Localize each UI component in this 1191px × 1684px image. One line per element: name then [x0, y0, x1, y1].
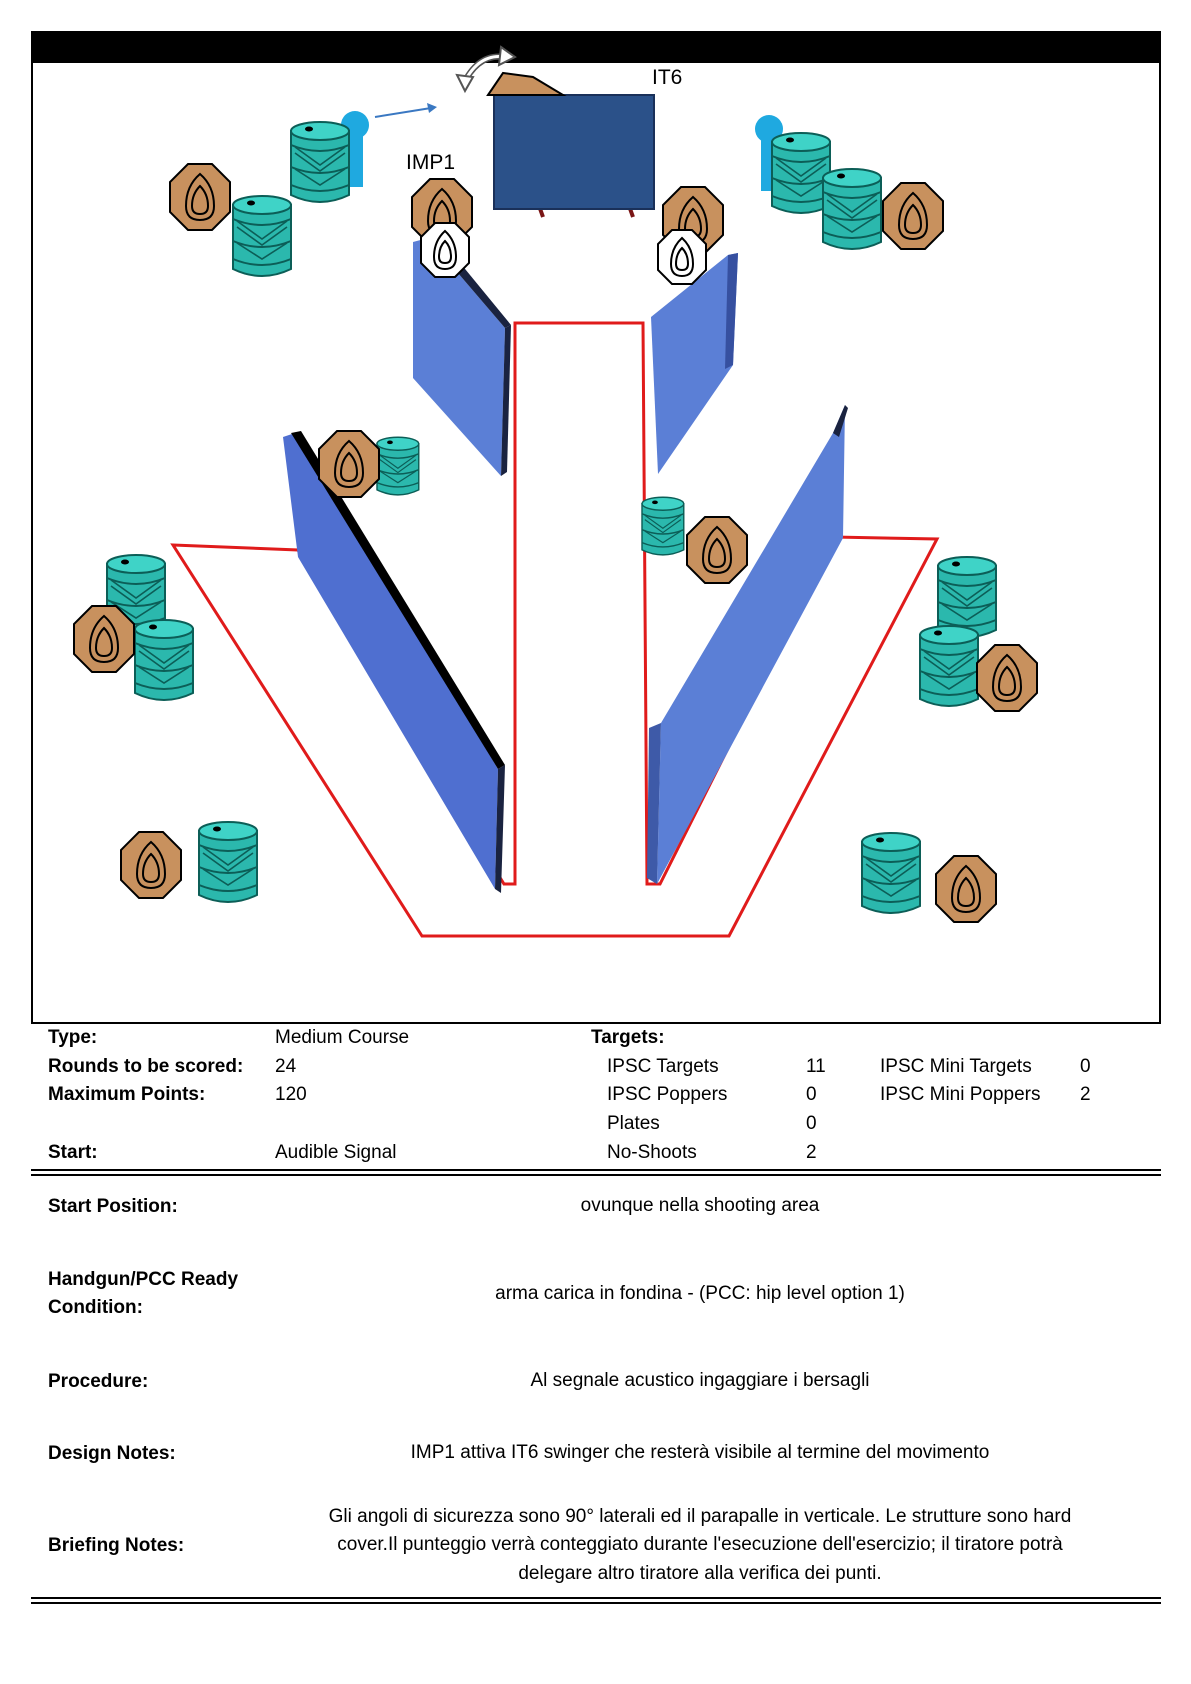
activation-arrow-icon: [374, 103, 437, 118]
barrel-icon: [919, 625, 979, 707]
wall-center-right: [651, 253, 738, 474]
ready-condition-value: arma carica in fondina - (PCC: hip level…: [495, 1283, 905, 1304]
stage-diagram-svg: [73, 45, 1038, 938]
divider: [31, 1169, 1161, 1171]
barrel-icon: [134, 619, 194, 701]
ipsc-target-icon: [686, 516, 748, 584]
mini-target-count: 0: [1080, 1056, 1091, 1077]
start-label: Start:: [48, 1142, 98, 1163]
swinger-label: IT6: [652, 66, 683, 89]
ipsc-target-icon: [120, 831, 182, 899]
barrel-icon: [822, 168, 882, 250]
target-count: 11: [806, 1056, 826, 1077]
ipsc-target-icon: [976, 644, 1038, 712]
barrel-icon: [290, 121, 350, 203]
target-name: IPSC Poppers: [607, 1084, 728, 1105]
activator-label: IMP1: [406, 151, 456, 174]
target-name: No-Shoots: [607, 1142, 697, 1163]
target-count: 0: [806, 1084, 817, 1105]
barrel-icon: [771, 132, 831, 214]
no-shoot-icon: [420, 222, 470, 278]
rotate-arrow-icon: [455, 45, 517, 94]
design-notes-label: Design Notes:: [48, 1443, 176, 1464]
target-name: IPSC Targets: [607, 1056, 719, 1077]
stage-diagram: IT6 IMP1: [31, 31, 1161, 1024]
divider: [31, 1602, 1161, 1604]
shooting-area-fault-line: [170, 321, 940, 938]
rounds-label: Rounds to be scored:: [48, 1056, 244, 1077]
mini-target-name: IPSC Mini Poppers: [880, 1084, 1041, 1105]
swinger-it6: [486, 71, 655, 218]
procedure-label: Procedure:: [48, 1371, 149, 1392]
barrel-icon: [232, 195, 292, 277]
ready-condition-label-line1: Handgun/PCC Ready: [48, 1269, 239, 1290]
procedure-value: Al segnale acustico ingaggiare i bersagl…: [530, 1370, 870, 1391]
start-position-value: ovunque nella shooting area: [580, 1195, 820, 1216]
mini-target-name: IPSC Mini Targets: [880, 1056, 1032, 1077]
targets-label: Targets:: [591, 1027, 665, 1048]
max-points-value: 120: [275, 1084, 307, 1105]
design-notes-value: IMP1 attiva IT6 swinger che resterà visi…: [410, 1442, 990, 1463]
start-value: Audible Signal: [275, 1142, 397, 1163]
rounds-value: 24: [275, 1056, 297, 1077]
wall-center-left: [413, 236, 511, 476]
wall-left-long: [283, 431, 505, 893]
ipsc-target-icon: [882, 182, 944, 250]
target-name: Plates: [607, 1113, 660, 1134]
barrel-icon: [376, 436, 420, 496]
ready-condition-label-line2: Condition:: [48, 1297, 143, 1318]
ipsc-target-icon: [935, 855, 997, 923]
divider: [31, 1174, 1161, 1176]
max-points-label: Maximum Points:: [48, 1084, 206, 1105]
ipsc-target-icon: [73, 605, 135, 673]
barrel-icon: [198, 821, 258, 903]
barrel-icon: [937, 556, 997, 638]
type-label: Type:: [48, 1027, 98, 1048]
mini-target-count: 2: [1080, 1084, 1091, 1105]
briefing-notes-label: Briefing Notes:: [48, 1535, 185, 1556]
wall-right-long: [647, 405, 848, 884]
no-shoot-icon: [657, 229, 707, 285]
briefing-notes-line: delegare altro tiratore alla verifica de…: [518, 1563, 882, 1584]
target-count: 2: [806, 1142, 817, 1163]
type-value: Medium Course: [275, 1027, 410, 1048]
briefing-notes-line: cover.Il punteggio verrà conteggiato dur…: [337, 1534, 1063, 1555]
barrel-icon: [641, 496, 685, 556]
target-count: 0: [806, 1113, 817, 1134]
start-position-label: Start Position:: [48, 1196, 178, 1217]
header-bar: [31, 31, 1161, 63]
ipsc-target-icon: [169, 163, 231, 231]
divider: [31, 1597, 1161, 1599]
ipsc-target-icon: [318, 430, 380, 498]
briefing-notes-line: Gli angoli di sicurezza sono 90° lateral…: [328, 1506, 1072, 1527]
barrel-icon: [861, 832, 921, 914]
